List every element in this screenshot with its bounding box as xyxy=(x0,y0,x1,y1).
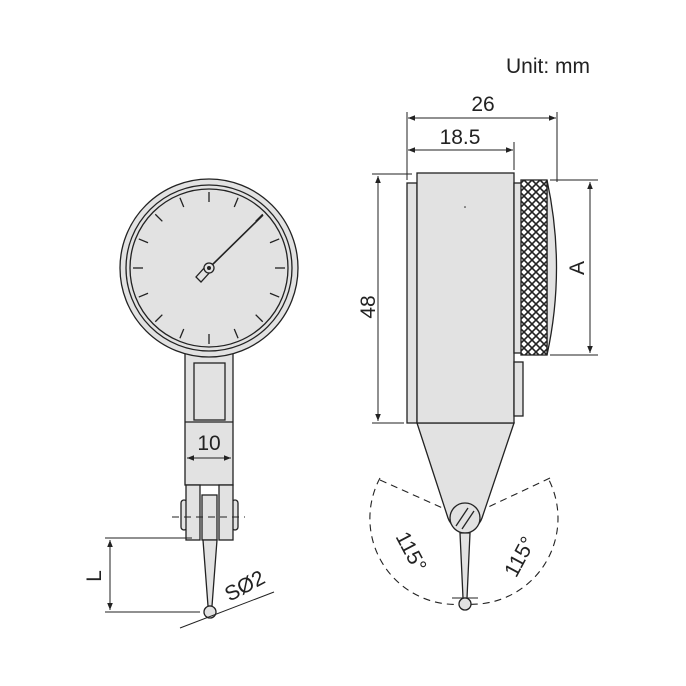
knurled-bezel xyxy=(520,179,548,356)
side-stylus-ball xyxy=(458,597,472,611)
dial-tick xyxy=(154,213,163,222)
fork-left xyxy=(185,484,201,541)
front-view: 10 L SØ2 xyxy=(83,178,299,629)
dial-tick xyxy=(154,314,163,323)
dial-needle xyxy=(208,214,264,269)
dial-tick xyxy=(179,197,185,208)
dial-crystal xyxy=(546,179,558,356)
dial-tick xyxy=(269,238,280,244)
pivot-screw xyxy=(449,502,481,534)
stem-body xyxy=(184,351,234,486)
side-view: 26 18.5 48 A 115° 115° xyxy=(357,93,598,611)
dial-tick xyxy=(233,197,239,208)
stylus xyxy=(202,539,218,607)
stem-window xyxy=(193,362,226,421)
width-dim-label: 10 xyxy=(197,432,220,455)
total-depth-label: 26 xyxy=(471,93,494,116)
dial-tick xyxy=(138,238,149,244)
body-main xyxy=(416,172,515,424)
dial-tick xyxy=(138,292,149,298)
unit-label: Unit: mm xyxy=(506,55,590,78)
body-depth-label: 18.5 xyxy=(440,126,481,149)
ball-dim-label: SØ2 xyxy=(221,566,269,606)
height-dim-label: 48 xyxy=(357,295,380,318)
dial-dim-label: A xyxy=(566,261,589,275)
side-stylus xyxy=(459,532,471,599)
dial-tick xyxy=(269,292,280,298)
dial-tick xyxy=(179,328,185,339)
length-dim-label: L xyxy=(83,570,106,582)
body-strip xyxy=(406,182,418,424)
dial-tick xyxy=(233,328,239,339)
swing-left-label: 115° xyxy=(391,528,431,576)
dial-tick xyxy=(255,314,264,323)
fork-right xyxy=(218,484,234,541)
swing-right-label: 115° xyxy=(500,533,540,581)
